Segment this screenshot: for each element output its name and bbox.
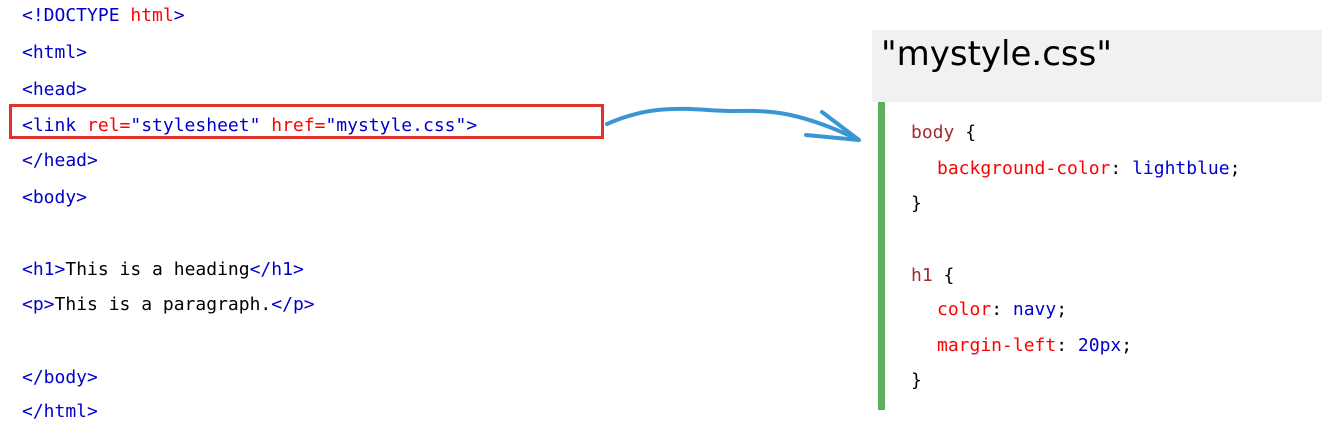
margin-colon: : <box>1056 335 1078 356</box>
p-close-tag: </p> <box>271 294 315 315</box>
color-semicolon: ; <box>1056 299 1068 320</box>
html-close-tag: </html> <box>22 401 98 422</box>
html-open-tag: <html> <box>22 42 88 63</box>
code-line-h1: <h1>This is a heading</h1> <box>22 259 304 281</box>
link-close: > <box>466 115 478 136</box>
body-close-brace: } <box>911 193 922 214</box>
link-href-value: "mystyle.css" <box>325 115 467 136</box>
h1-text: This is a heading <box>65 259 250 280</box>
head-open-tag: <head> <box>22 79 88 100</box>
background-color-value: lightblue <box>1132 158 1230 179</box>
code-line-html-open: <html> <box>22 42 87 64</box>
code-line-doctype: <!DOCTYPE html> <box>22 5 185 27</box>
css-line-color: color: navy; <box>937 299 1067 321</box>
link-rel-attr: rel= <box>76 115 131 136</box>
link-open: <link <box>22 115 77 136</box>
code-line-html-close: </html> <box>22 401 98 423</box>
h1-open-brace: { <box>932 265 955 286</box>
link-highlight-box <box>9 104 604 139</box>
color-value: navy <box>1012 299 1057 320</box>
margin-semicolon: ; <box>1121 335 1133 356</box>
h1-close-brace: } <box>911 370 922 391</box>
link-href-attr: href= <box>260 115 326 136</box>
h1-close-tag: </h1> <box>249 259 304 280</box>
doctype-close: > <box>173 5 185 26</box>
css-line-body-selector: body { <box>911 122 976 144</box>
body-open-brace: { <box>954 122 977 143</box>
background-colon: : <box>1110 158 1133 179</box>
color-colon: : <box>991 299 1013 320</box>
p-text: This is a paragraph. <box>54 294 272 315</box>
head-close-tag: </head> <box>22 150 98 171</box>
code-line-p: <p>This is a paragraph.</p> <box>22 294 315 316</box>
css-file-header: "mystyle.css" <box>872 30 1322 102</box>
code-line-head-close: </head> <box>22 150 98 172</box>
link-rel-value: "stylesheet" <box>130 115 261 136</box>
css-code-panel: body { background-color: lightblue; } h1… <box>878 102 1334 410</box>
css-line-h1-close: } <box>911 370 922 392</box>
h1-selector: h1 <box>911 265 933 286</box>
css-line-margin: margin-left: 20px; <box>937 335 1132 357</box>
body-close-tag: </body> <box>22 367 98 388</box>
code-line-head-open: <head> <box>22 79 87 101</box>
code-line-body-open: <body> <box>22 187 87 209</box>
h1-open-tag: <h1> <box>22 259 66 280</box>
code-line-link: <link rel="stylesheet" href="mystyle.css… <box>22 115 477 137</box>
doctype-name: html <box>119 5 174 26</box>
code-line-body-close: </body> <box>22 367 98 389</box>
color-prop: color <box>937 299 992 320</box>
margin-left-value: 20px <box>1077 335 1122 356</box>
css-line-h1-selector: h1 { <box>911 265 954 287</box>
css-line-body-close: } <box>911 193 922 215</box>
body-open-tag: <body> <box>22 187 88 208</box>
css-file-title: "mystyle.css" <box>881 34 1112 74</box>
background-semicolon: ; <box>1229 158 1241 179</box>
p-open-tag: <p> <box>22 294 55 315</box>
body-selector: body <box>911 122 955 143</box>
margin-left-prop: margin-left <box>937 335 1057 356</box>
css-line-background: background-color: lightblue; <box>937 158 1240 180</box>
background-color-prop: background-color <box>937 158 1111 179</box>
doctype-open: <!DOCTYPE <box>22 5 120 26</box>
